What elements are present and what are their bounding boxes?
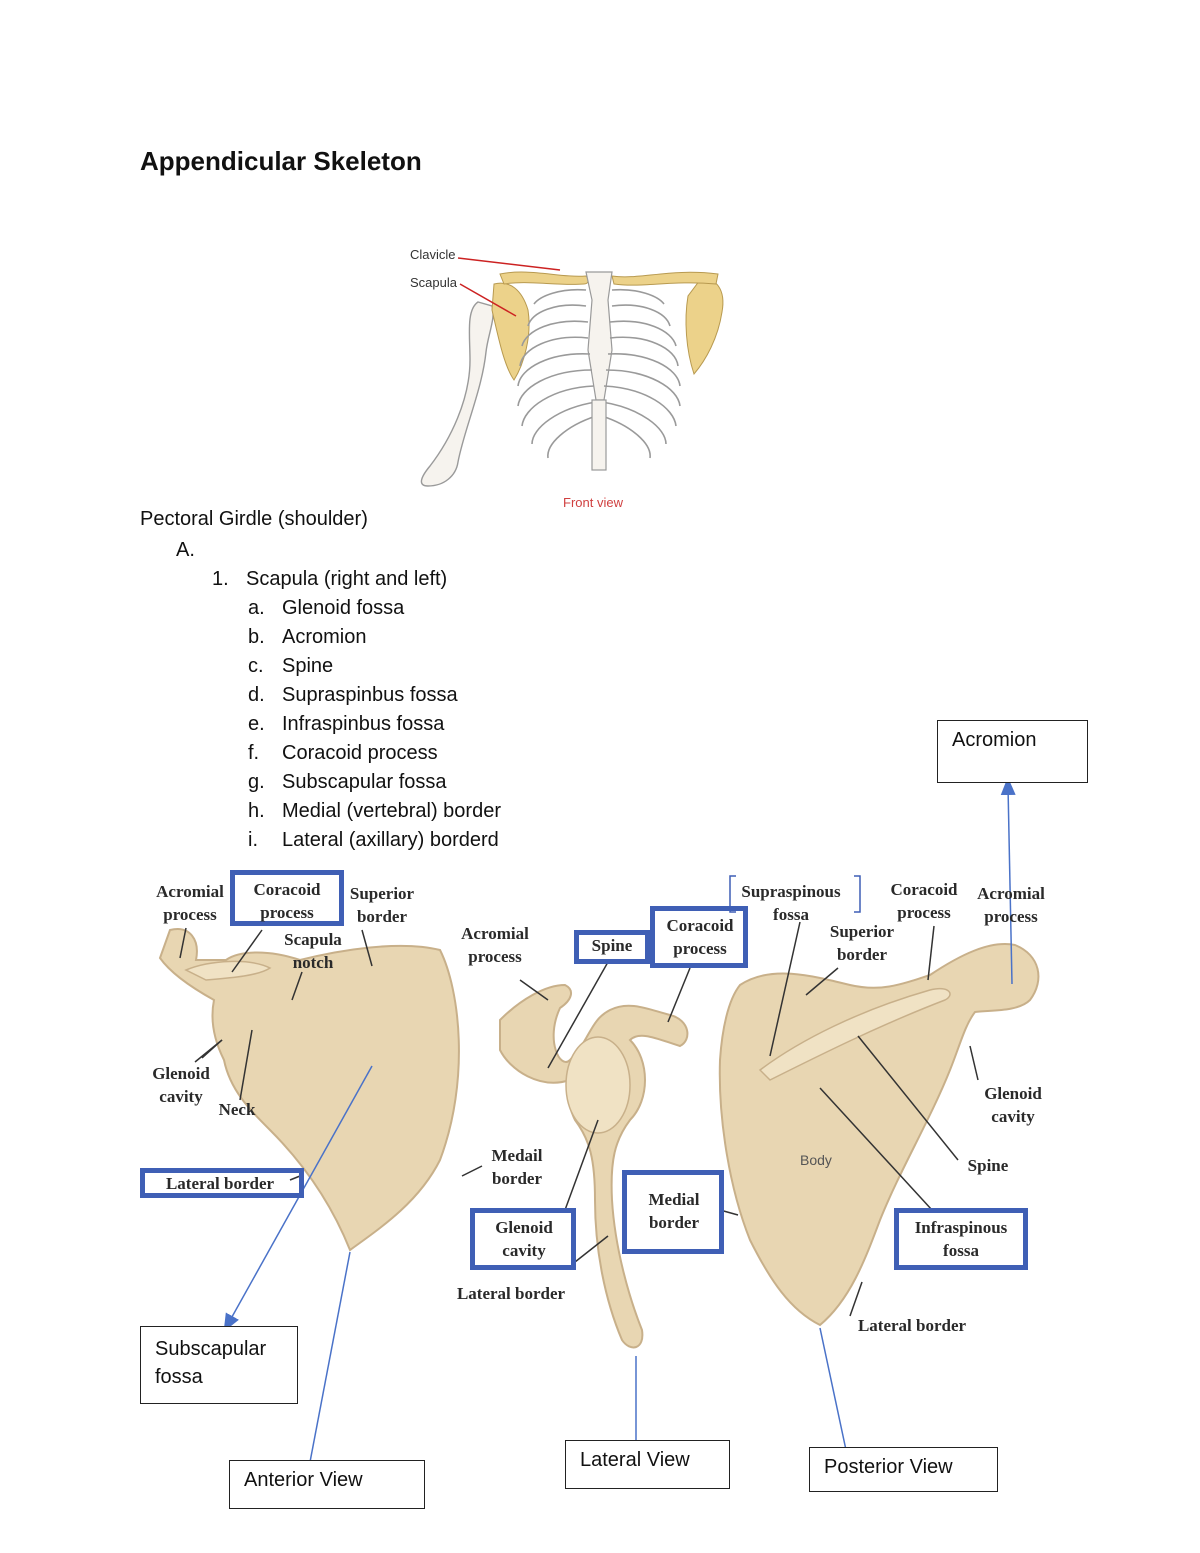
list-item-text: Glenoid fossa — [282, 597, 405, 619]
posterior-coracoid-process-label: Coracoid process — [890, 880, 958, 922]
clavicle-label: Clavicle — [410, 247, 456, 262]
posterior-glenoid-cavity-label: Glenoid cavity — [984, 1084, 1042, 1126]
list-item-text: Scapula (right and left) — [246, 568, 448, 590]
clavicle-left — [611, 271, 719, 286]
anterior-glenoid-cavity-label: Glenoid cavity — [152, 1064, 210, 1106]
list-item-text: Coracoid process — [282, 742, 438, 764]
list-item-text: Lateral (axillary) borderd — [282, 829, 499, 851]
outline-a-marker: A. — [176, 539, 195, 561]
anterior-view-callout: Anterior View — [229, 1460, 425, 1509]
anterior-superior-border-label: Superior border — [349, 884, 415, 926]
medial-border-highlight — [622, 1170, 724, 1254]
leader-lines — [179, 921, 979, 1317]
list-item-text: Spine — [282, 655, 334, 677]
anterior-coracoid-process-label: Coracoid process — [253, 880, 321, 922]
anterior-scapula-bone — [158, 928, 460, 1252]
posterior-infraspinous-fossa-label: Infraspinous fossa — [914, 1218, 1008, 1260]
anterior-medial-border-label: Medail border — [491, 1146, 543, 1188]
list-item: b. Acromion — [140, 623, 501, 652]
lateral-lateral-border-label: Lateral border — [456, 1284, 566, 1303]
anterior-lateral-border-label: Lateral border — [165, 1174, 275, 1193]
list-item: e. Infraspinbus fossa — [140, 710, 501, 739]
supraspinous-bracket — [729, 875, 861, 913]
posterior-body-label: Body — [800, 1152, 832, 1168]
list-item: h. Medial (vertebral) border — [140, 797, 501, 826]
list-item: d. Supraspinbus fossa — [140, 681, 501, 710]
rib-cage — [517, 288, 681, 459]
list-item-text: Acromion — [282, 626, 367, 648]
anterior-neck-label: Neck — [218, 1100, 256, 1119]
lateral-coracoid-process-label: Coracoid process — [666, 916, 734, 958]
clavicle-pointer — [457, 257, 561, 271]
anterior-acromial-process-label: Acromial process — [156, 882, 224, 924]
infraspinous-fossa-highlight — [894, 1208, 1028, 1270]
list-item: i. Lateral (axillary) borderd — [140, 826, 501, 855]
scapula-label: Scapula — [410, 275, 457, 290]
list-marker: e. — [248, 713, 265, 735]
posterior-scapula-bone — [718, 943, 1040, 1327]
lateral-border-highlight — [140, 1168, 304, 1198]
list-marker: a. — [248, 597, 265, 619]
posterior-lateral-border-label: Lateral border — [857, 1316, 967, 1335]
posterior-view-callout: Posterior View — [809, 1447, 998, 1492]
scapula-left — [685, 278, 724, 375]
glenoid-cavity-highlight — [470, 1208, 576, 1270]
section-heading: Pectoral Girdle (shoulder) — [140, 508, 368, 530]
outline-a-item: A. — [140, 536, 501, 565]
list-marker: h. — [248, 800, 265, 822]
humerus-bone — [420, 301, 494, 487]
lateral-medial-border-label: Medial border — [648, 1190, 700, 1232]
list-item: a. Glenoid fossa — [140, 594, 501, 623]
page-title: Appendicular Skeleton — [140, 146, 422, 176]
outline-item-1: 1. Scapula (right and left) — [140, 565, 501, 594]
lateral-spine-label: Spine — [591, 936, 633, 955]
posterior-spine-label: Spine — [967, 1156, 1009, 1175]
list-marker: c. — [248, 655, 264, 677]
list-marker: f. — [248, 742, 260, 764]
list-item: c. Spine — [140, 652, 501, 681]
coracoid-process-highlight — [230, 870, 344, 926]
list-marker: i. — [248, 829, 258, 851]
lateral-glenoid-cavity-label: Glenoid cavity — [495, 1218, 553, 1260]
posterior-acromial-process-label: Acromial process — [977, 884, 1045, 926]
list-item: f. Coracoid process — [140, 739, 501, 768]
outline-list: A. 1. Scapula (right and left) a. Glenoid … — [140, 536, 501, 855]
list-marker: d. — [248, 684, 265, 706]
list-item-text: Subscapular fossa — [282, 771, 447, 793]
vertebral-column — [591, 399, 607, 471]
lateral-acromial-process-label: Acromial process — [461, 924, 529, 966]
list-item: g. Subscapular fossa — [140, 768, 501, 797]
lateral-view-callout: Lateral View — [565, 1440, 730, 1489]
lateral-coracoid-highlight — [650, 906, 748, 968]
posterior-supraspinous-fossa-label: Supraspinous fossa — [741, 882, 841, 924]
list-item-text: Medial (vertebral) border — [282, 800, 501, 822]
acromion-callout: Acromion — [937, 720, 1088, 783]
front-view-figure — [420, 257, 724, 487]
subscapular-fossa-callout: Subscapular fossa — [140, 1326, 298, 1404]
list-item-text: Supraspinbus fossa — [282, 684, 458, 706]
list-marker: b. — [248, 626, 265, 648]
list-marker: g. — [248, 771, 265, 793]
spine-highlight — [574, 930, 650, 964]
scapula-pointer — [459, 283, 517, 317]
lateral-scapula-bone — [499, 983, 689, 1349]
list-marker: 1. — [212, 568, 229, 590]
anterior-scapula-notch-label: Scapula notch — [284, 930, 342, 972]
front-view-caption: Front view — [563, 495, 623, 510]
list-item-text: Infraspinbus fossa — [282, 713, 445, 735]
posterior-superior-border-label: Superior border — [829, 922, 895, 964]
